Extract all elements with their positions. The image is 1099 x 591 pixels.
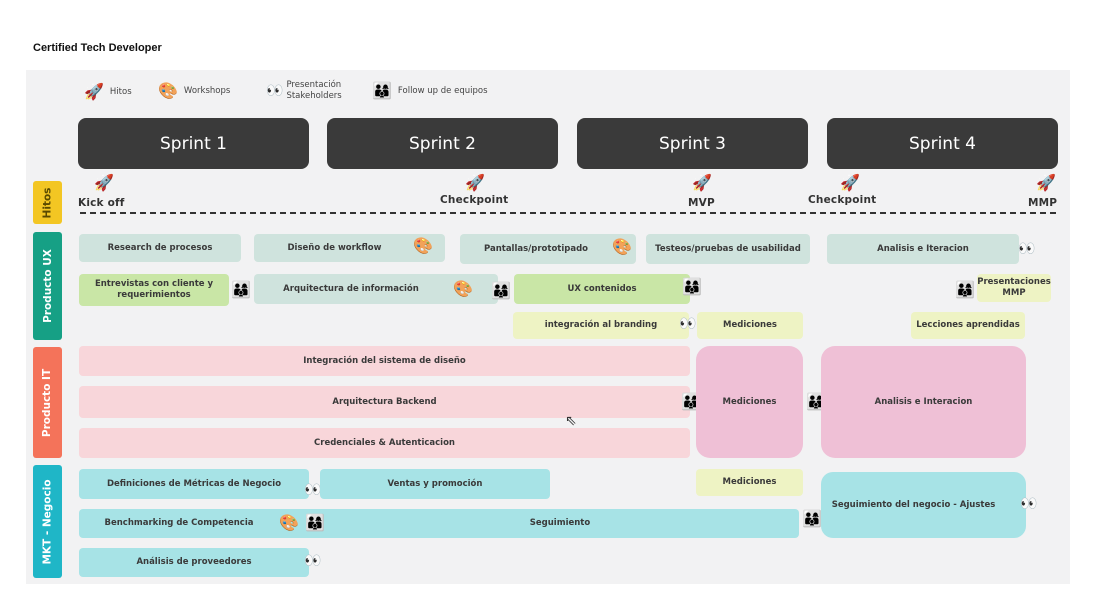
task-analisis-iteracion-ux[interactable]: Analisis e Iteracion [827, 234, 1019, 264]
task-analisis-proveedores[interactable]: Análisis de proveedores [79, 548, 309, 577]
eyes-icon: 👀 [1020, 496, 1038, 512]
legend-presentacion-label: Presentación Stakeholders [286, 80, 341, 102]
mouse-cursor-icon: ⇖ [565, 413, 577, 429]
task-mediciones-mkt[interactable]: Mediciones [696, 469, 803, 496]
team-icon: 👨‍👩‍👦 [682, 277, 702, 296]
rocket-icon: 🚀 [465, 173, 485, 192]
row-label-it-text: Producto IT [41, 368, 54, 437]
task-benchmarking-competencia[interactable]: Benchmarking de Competencia [104, 518, 254, 528]
palette-icon: 🎨 [158, 81, 178, 100]
eyes-icon: 👀 [1018, 241, 1036, 257]
task-analisis-interacion-it[interactable]: Analisis e Interacion [821, 346, 1026, 458]
palette-icon: 🎨 [453, 279, 473, 298]
legend-hitos: 🚀 Hitos [84, 84, 132, 100]
task-testeos-usabilidad[interactable]: Testeos/pruebas de usabilidad [646, 234, 810, 264]
timeline-divider [80, 212, 1056, 214]
team-icon: 👨‍👩‍👦 [681, 392, 701, 411]
task-integracion-sistema-diseno[interactable]: Integración del sistema de diseño [79, 346, 690, 376]
milestone-mvp: MVP [688, 197, 715, 209]
eyes-icon: 👀 [304, 482, 322, 498]
task-pantallas-prototipado[interactable]: Pantallas/prototipado [460, 234, 636, 264]
task-research-procesos[interactable]: Research de procesos [79, 234, 241, 262]
task-definiciones-metricas[interactable]: Definiciones de Métricas de Negocio [79, 469, 309, 499]
legend-workshops-label: Workshops [183, 86, 231, 96]
milestone-mmp: MMP [1028, 197, 1058, 209]
team-icon: 👨‍👩‍👦 [305, 513, 325, 532]
rocket-icon: 🚀 [692, 173, 712, 192]
task-lecciones-aprendidas[interactable]: Lecciones aprendidas [911, 312, 1025, 339]
team-icon: 👨‍👩‍👦 [802, 509, 822, 528]
task-arquitectura-informacion[interactable]: Arquitectura de información [254, 274, 498, 304]
palette-icon: 🎨 [612, 237, 632, 256]
sprint-4-header: Sprint 4 [827, 118, 1058, 169]
row-label-ux: Producto UX [33, 232, 62, 340]
team-icon: 👨‍👩‍👦 [231, 280, 251, 299]
team-icon: 👨‍👩‍👦 [955, 280, 975, 299]
sprint-2-header: Sprint 2 [327, 118, 558, 169]
row-label-it: Producto IT [33, 347, 62, 458]
eyes-icon: 👀 [266, 83, 284, 99]
team-icon: 👨‍👩‍👦 [806, 392, 826, 411]
task-ux-contenidos[interactable]: UX contenidos [514, 274, 690, 304]
milestone-checkpoint-1: Checkpoint [440, 194, 509, 206]
legend-presentacion-line2: Stakeholders [286, 91, 342, 101]
team-icon: 👨‍👩‍👦 [372, 81, 392, 100]
rocket-icon: 🚀 [94, 173, 114, 192]
milestone-kickoff: Kick off [78, 197, 125, 209]
sprint-3-header: Sprint 3 [577, 118, 808, 169]
task-mediciones-it[interactable]: Mediciones [696, 346, 803, 458]
task-seguimiento[interactable]: Seguimiento [529, 518, 591, 528]
task-seguimiento-bar[interactable] [79, 509, 799, 538]
palette-icon: 🎨 [413, 236, 433, 255]
team-icon: 👨‍👩‍👦 [491, 281, 511, 300]
task-entrevistas-cliente[interactable]: Entrevistas con cliente y requerimientos [79, 274, 229, 306]
rocket-icon: 🚀 [840, 173, 860, 192]
row-label-mkt: MKT - Negocio [33, 465, 62, 578]
task-credenciales-autenticacion[interactable]: Credenciales & Autenticacion [79, 428, 690, 458]
palette-icon: 🎨 [279, 513, 299, 532]
row-label-hitos: Hitos [33, 181, 62, 224]
legend-hitos-label: Hitos [109, 87, 132, 97]
legend-followup: 👨‍👩‍👦 Follow up de equipos [372, 83, 488, 99]
milestone-checkpoint-2: Checkpoint [808, 194, 877, 206]
legend-presentacion: 👀 Presentación Stakeholders [266, 80, 342, 102]
legend-followup-label: Follow up de equipos [397, 86, 488, 96]
rocket-icon: 🚀 [1036, 173, 1056, 192]
legend-workshops: 🎨 Workshops [158, 83, 230, 99]
task-arquitectura-backend[interactable]: Arquitectura Backend [79, 386, 690, 418]
task-diseno-workflow[interactable]: Diseño de workflow [254, 234, 445, 262]
row-label-hitos-text: Hitos [41, 187, 54, 218]
task-integracion-branding[interactable]: integración al branding [513, 312, 689, 339]
task-ventas-promocion[interactable]: Ventas y promoción [320, 469, 550, 499]
task-presentaciones-mmp[interactable]: Presentaciones MMP [977, 274, 1051, 302]
legend-presentacion-line1: Presentación [286, 80, 342, 90]
eyes-icon: 👀 [304, 553, 322, 569]
task-mediciones-ux[interactable]: Mediciones [697, 312, 803, 339]
row-label-ux-text: Producto UX [41, 249, 54, 323]
sprint-1-header: Sprint 1 [78, 118, 309, 169]
task-seguimiento-negocio[interactable]: Seguimiento del negocio - Ajustes [821, 472, 1026, 538]
page-title: Certified Tech Developer [33, 42, 162, 54]
eyes-icon: 👀 [679, 316, 697, 332]
rocket-icon: 🚀 [84, 82, 104, 101]
row-label-mkt-text: MKT - Negocio [41, 478, 54, 565]
